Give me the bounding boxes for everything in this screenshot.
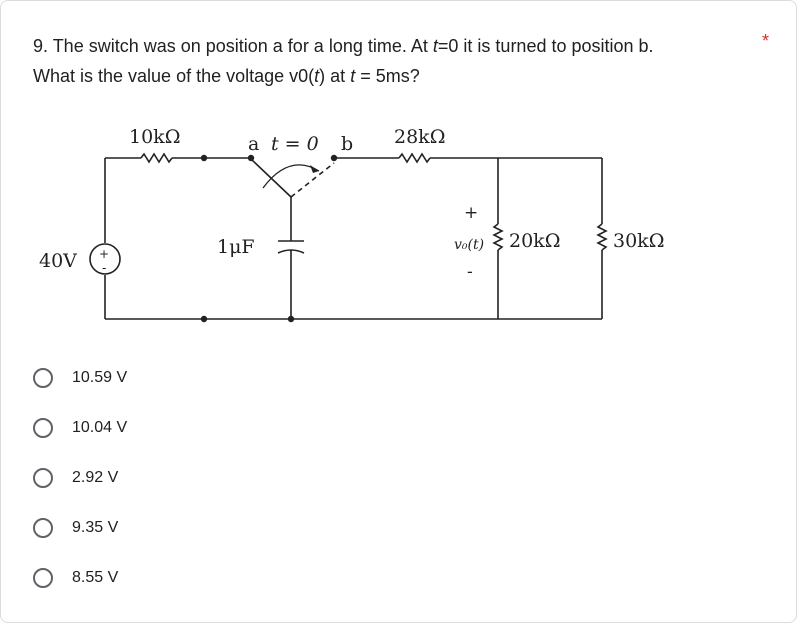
source-minus: - (102, 261, 106, 276)
resistor-30k-label: 30kΩ (613, 230, 664, 252)
question-line2-part3: = 5ms? (355, 66, 420, 86)
question-line1-part1: 9. The switch was on position a for a lo… (33, 36, 433, 56)
source-plus: + (99, 247, 109, 261)
question-t-variable-3: t (350, 66, 356, 86)
option-4[interactable]: 9.35 V (33, 503, 127, 553)
answer-options: 10.59 V 10.04 V 2.92 V 9.35 V 8.55 V (33, 353, 127, 603)
radio-button[interactable] (33, 468, 53, 488)
option-label: 10.04 V (72, 419, 128, 436)
vo-label: v₀(t) (454, 237, 484, 253)
vo-minus: - (467, 262, 473, 282)
question-t-variable-2: t (314, 66, 320, 86)
option-label: 10.59 V (72, 369, 128, 386)
question-text: 9. The switch was on position a for a lo… (33, 31, 733, 91)
radio-button[interactable] (33, 368, 53, 388)
resistor-28k-label: 28kΩ (394, 126, 445, 148)
capacitor-label: 1μF (217, 236, 255, 258)
option-label: 8.55 V (72, 569, 119, 586)
switch-b-label: b (341, 133, 353, 155)
option-1[interactable]: 10.59 V (33, 353, 127, 403)
question-line2-part1: What is the value of the voltage v0( (33, 66, 315, 86)
resistor-10k-label: 10kΩ (129, 126, 180, 148)
radio-button[interactable] (33, 418, 53, 438)
vo-plus: + (464, 203, 478, 223)
option-2[interactable]: 10.04 V (33, 403, 127, 453)
switch-a-label: a (248, 133, 259, 155)
option-3[interactable]: 2.92 V (33, 453, 127, 503)
resistor-20k-label: 20kΩ (509, 230, 560, 252)
question-line1-part2: =0 it is turned to position b. (437, 36, 654, 56)
radio-button[interactable] (33, 568, 53, 588)
option-label: 9.35 V (72, 519, 119, 536)
option-5[interactable]: 8.55 V (33, 553, 127, 603)
question-line2-part2: ) at (319, 66, 351, 86)
circuit-diagram: 10kΩ a t = 0 b 28kΩ 40V + - 1μF + v₀(t) … (39, 126, 664, 323)
required-marker: * (762, 31, 770, 51)
radio-button[interactable] (33, 518, 53, 538)
source-40v-label: 40V (39, 250, 77, 272)
switch-time-label: t = 0 (271, 133, 319, 155)
option-label: 2.92 V (72, 469, 119, 486)
question-t-variable: t (432, 36, 438, 56)
